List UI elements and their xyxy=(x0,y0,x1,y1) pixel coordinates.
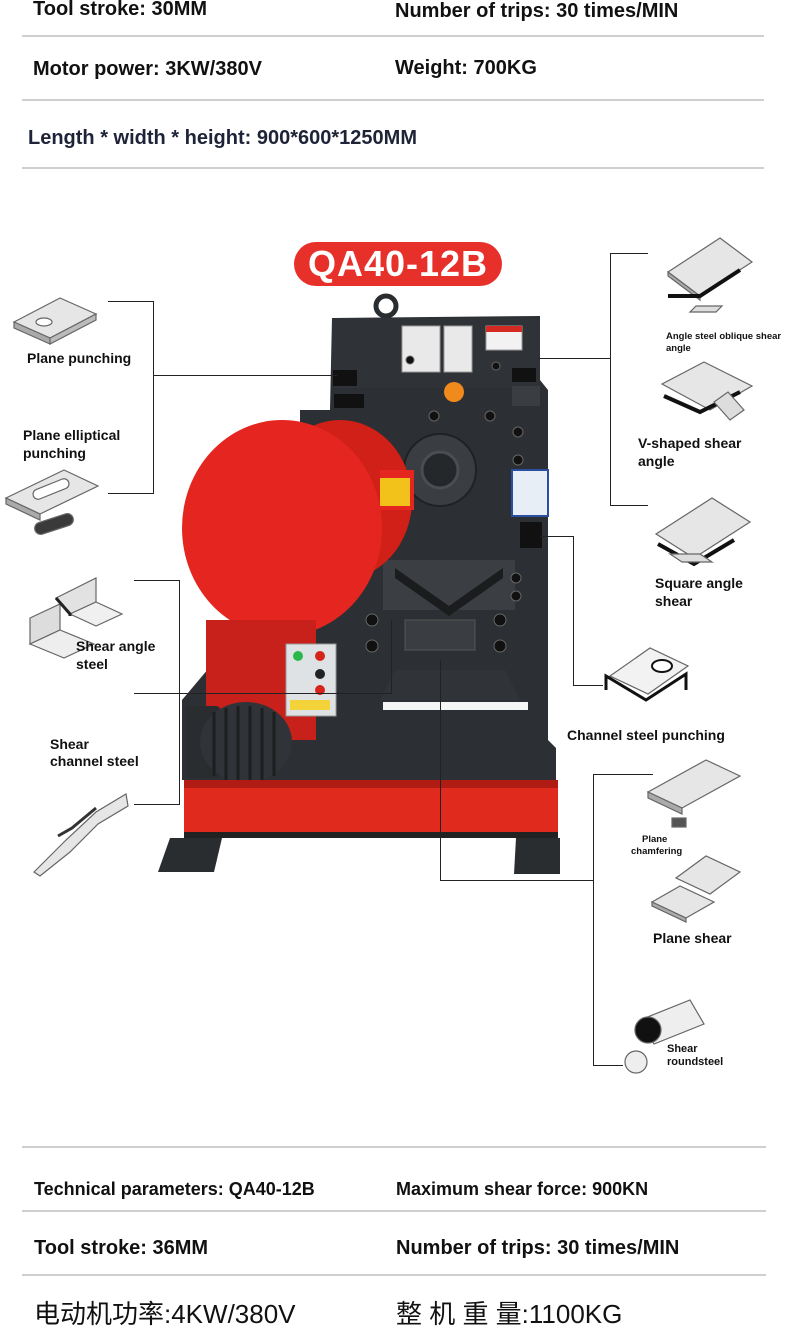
callout-line xyxy=(440,660,441,881)
callout-line xyxy=(573,685,603,686)
label-plane-chamfering-line1: Plane xyxy=(642,834,668,845)
spec-motor-power-cut: 电动机功率:4KW/380V xyxy=(34,1299,296,1329)
spec-tool-stroke-bottom: Tool stroke: 36MM xyxy=(34,1237,209,1259)
spec-technical-parameters: Technical parameters: QA40-12B xyxy=(34,1179,315,1199)
spec-maximum-shear-force: Maximum shear force: 900KN xyxy=(396,1179,649,1199)
spec-number-of-trips: Number of trips: 30 times/MIN xyxy=(395,0,679,22)
label-plane-shear: Plane shear xyxy=(653,930,732,946)
callout-line xyxy=(538,358,611,359)
callout-line xyxy=(610,253,611,506)
callout-line xyxy=(610,505,648,506)
callout-line xyxy=(153,375,337,376)
model-badge: QA40-12B xyxy=(294,242,502,286)
callout-line xyxy=(179,580,180,805)
label-shear-channel-steel-line1: Shear xyxy=(50,736,89,752)
callout-line xyxy=(134,804,180,805)
spec-number-of-trips-bottom: Number of trips: 30 times/MIN xyxy=(396,1237,680,1259)
callout-line xyxy=(134,693,392,694)
spec-motor-power: Motor power: 3KW/380V xyxy=(33,58,262,80)
label-v-shaped-line2: angle xyxy=(638,453,675,469)
label-square-angle-line1: Square angle xyxy=(655,575,743,591)
label-plane-elliptical-punching-line2: punching xyxy=(23,445,86,461)
label-plane-punching: Plane punching xyxy=(27,350,132,366)
spec-weight: Weight: 700KG xyxy=(395,57,537,79)
callout-line xyxy=(540,536,574,537)
divider xyxy=(22,1210,766,1212)
divider xyxy=(22,1274,766,1276)
callout-line xyxy=(391,620,392,694)
spec-dimensions: Length * width * height: 900*600*1250MM xyxy=(28,127,417,149)
spec-tool-stroke: Tool stroke: 30MM xyxy=(33,0,208,20)
callout-line xyxy=(153,301,154,494)
callout-line xyxy=(593,774,653,775)
label-shear-angle-steel-line1: Shear angle xyxy=(76,638,156,654)
label-shear-round-steel-line2: roundsteel xyxy=(667,1056,724,1068)
label-channel-steel-punching: Channel steel punching xyxy=(567,727,725,743)
callout-line xyxy=(593,1065,623,1066)
divider xyxy=(22,35,764,37)
callout-line xyxy=(610,253,648,254)
callout-line xyxy=(134,580,180,581)
label-plane-elliptical-punching-line1: Plane elliptical xyxy=(23,427,121,443)
divider xyxy=(22,99,764,101)
label-shear-channel-steel-line2: channel steel xyxy=(50,753,139,769)
callout-line xyxy=(108,493,154,494)
label-square-angle-line2: shear xyxy=(655,593,693,609)
callout-line xyxy=(440,880,594,881)
label-angle-oblique-line1: Angle steel oblique shear xyxy=(666,331,782,342)
label-shear-round-steel-line1: Shear xyxy=(667,1043,698,1055)
callout-line xyxy=(593,774,594,1066)
divider xyxy=(22,1146,766,1148)
callout-line xyxy=(108,301,154,302)
spec-weight-cut: 整 机 重 量:1100KG xyxy=(396,1299,623,1329)
label-angle-oblique-line2: angle xyxy=(666,343,691,354)
label-plane-chamfering-line2: chamfering xyxy=(631,846,683,857)
divider xyxy=(22,167,764,169)
label-shear-angle-steel-line2: steel xyxy=(76,656,108,672)
callout-line xyxy=(573,536,574,686)
label-v-shaped-line1: V-shaped shear xyxy=(638,435,742,451)
